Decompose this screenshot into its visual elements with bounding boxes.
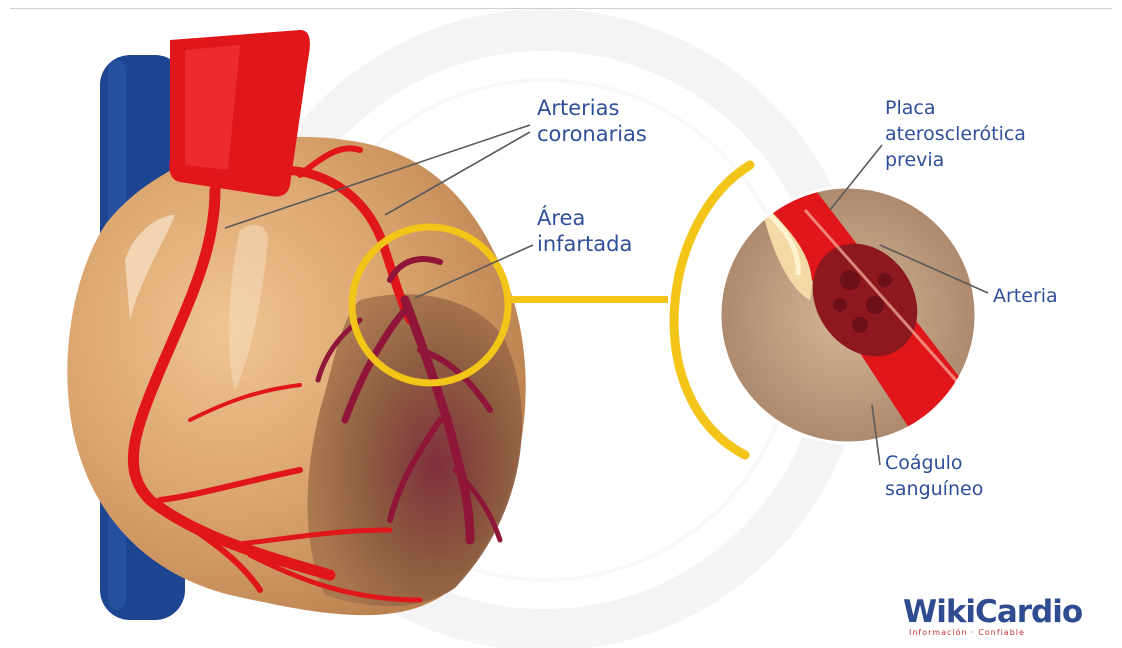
brand-logo: WikiCardio [903,594,1082,630]
label-artery: Arteria [993,283,1058,309]
label-coronary-arteries: Arterias coronarias [537,95,647,147]
zoom-lens [720,170,1000,460]
label-infarcted-area: Área infartada [537,205,632,257]
label-blood-clot: Coágulo sanguíneo [885,450,983,502]
zoom-connector [508,296,668,303]
label-plaque: Placa aterosclerótica previa [885,95,1026,173]
brand-tagline: Información · Confiable [909,628,1025,637]
